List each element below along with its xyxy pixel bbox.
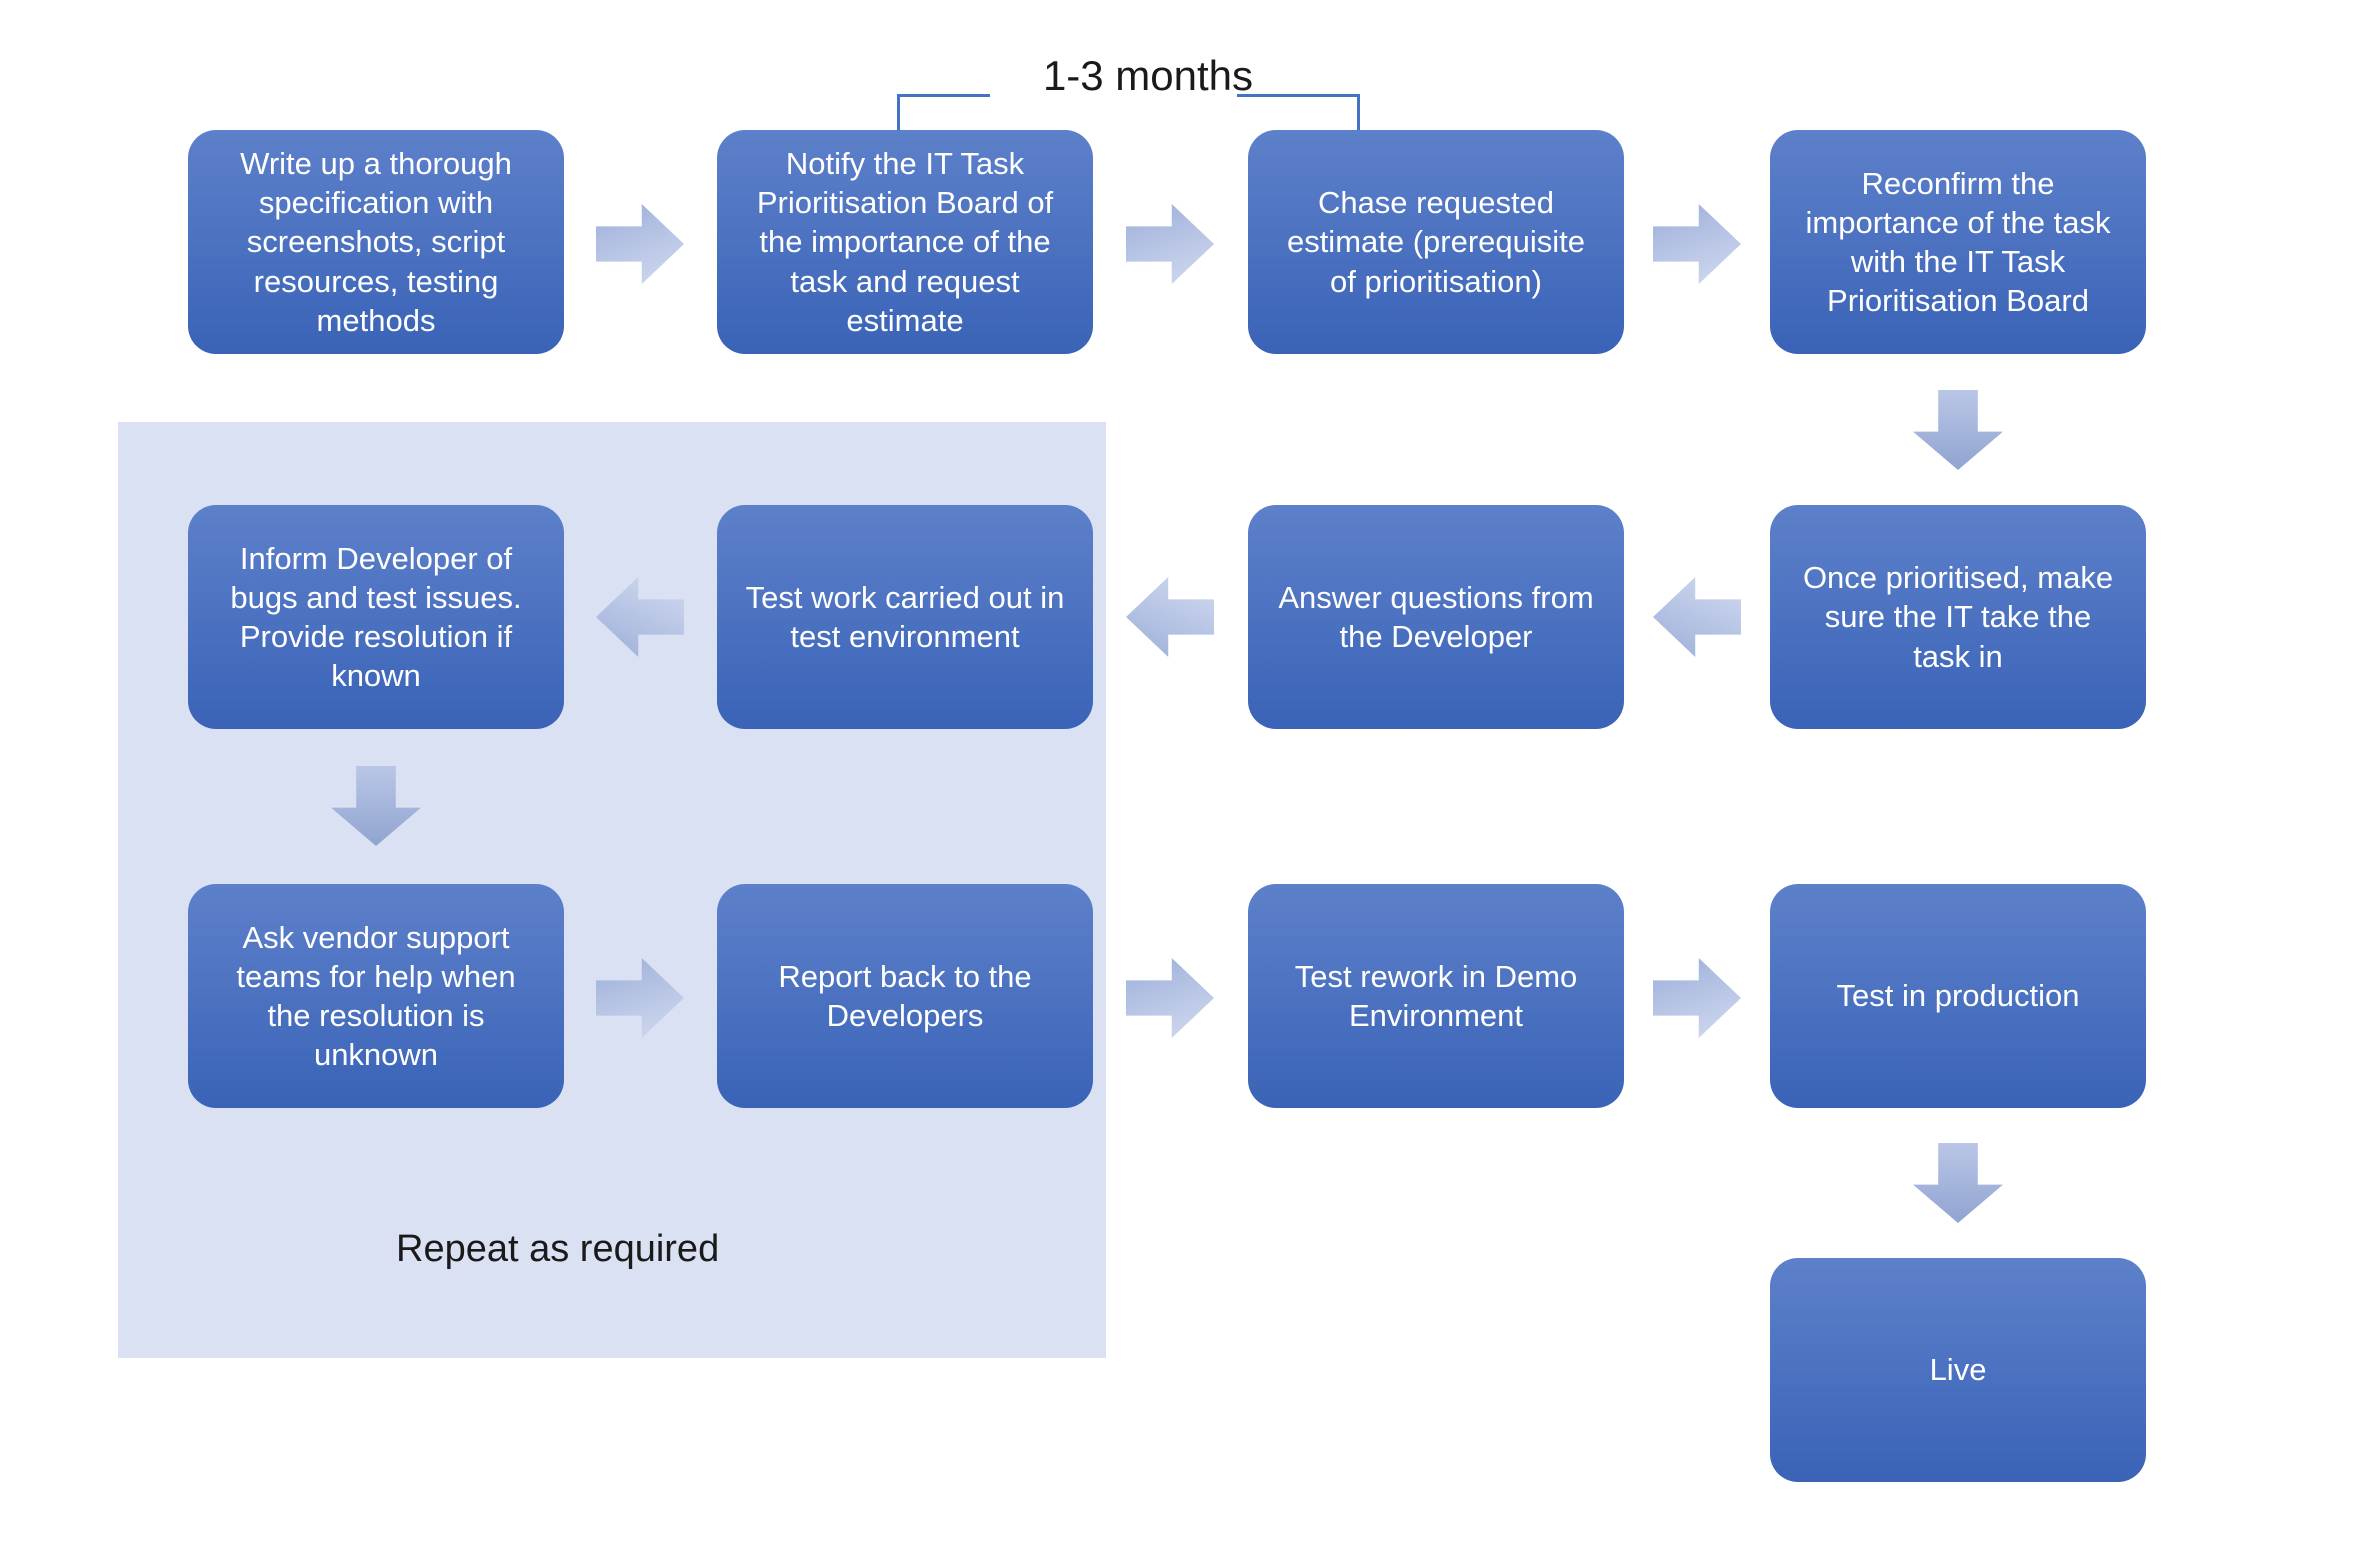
node-test-in-production: Test in production <box>1770 884 2146 1108</box>
node-label: Notify the IT Task Prioritisation Board … <box>756 146 1054 338</box>
arrow-right-icon <box>1126 958 1214 1038</box>
node-label: Report back to the Developers <box>778 958 1032 1033</box>
node-ask-vendor-support: Ask vendor support teams for help when t… <box>188 884 564 1108</box>
node-live: Live <box>1770 1258 2146 1482</box>
node-label: Reconfirm the importance of the task wit… <box>1805 165 2111 319</box>
node-notify-board: Notify the IT Task Prioritisation Board … <box>717 130 1093 354</box>
arrow-down-icon <box>1913 390 2003 470</box>
arrow-down-icon <box>1913 1143 2003 1223</box>
node-chase-estimate: Chase requested estimate (prerequisite o… <box>1248 130 1624 354</box>
node-inform-developer: Inform Developer of bugs and test issues… <box>188 505 564 729</box>
node-test-work: Test work carried out in test environmen… <box>717 505 1093 729</box>
node-label: Write up a thorough specification with s… <box>240 146 512 338</box>
duration-bracket-left-drop <box>897 94 900 134</box>
duration-label: 1-3 months <box>1042 52 1254 99</box>
node-label: Once prioritised, make sure the IT take … <box>1802 560 2114 674</box>
arrow-right-icon <box>596 204 684 284</box>
arrow-right-icon <box>1126 204 1214 284</box>
arrow-right-icon <box>1653 204 1741 284</box>
node-label: Inform Developer of bugs and test issues… <box>230 540 522 694</box>
duration-bracket-right-drop <box>1357 94 1360 134</box>
repeat-region-label: Repeat as required <box>396 1228 720 1270</box>
node-label: Live <box>1929 1352 1987 1388</box>
node-write-up-specification: Write up a thorough specification with s… <box>188 130 564 354</box>
arrow-right-icon <box>1653 958 1741 1038</box>
duration-bracket-left-line <box>897 94 990 97</box>
node-label: Ask vendor support teams for help when t… <box>236 919 516 1073</box>
node-label: Chase requested estimate (prerequisite o… <box>1286 185 1586 299</box>
node-reconfirm-importance: Reconfirm the importance of the task wit… <box>1770 130 2146 354</box>
node-once-prioritised: Once prioritised, make sure the IT take … <box>1770 505 2146 729</box>
node-label: Test work carried out in test environmen… <box>745 579 1065 654</box>
node-report-back: Report back to the Developers <box>717 884 1093 1108</box>
node-label: Test rework in Demo Environment <box>1294 958 1578 1033</box>
arrow-left-icon <box>1126 577 1214 657</box>
duration-bracket-right-line <box>1237 94 1360 97</box>
node-label: Test in production <box>1836 978 2080 1014</box>
arrow-left-icon <box>1653 577 1741 657</box>
node-test-rework-demo: Test rework in Demo Environment <box>1248 884 1624 1108</box>
node-answer-questions: Answer questions from the Developer <box>1248 505 1624 729</box>
node-label: Answer questions from the Developer <box>1278 579 1594 654</box>
